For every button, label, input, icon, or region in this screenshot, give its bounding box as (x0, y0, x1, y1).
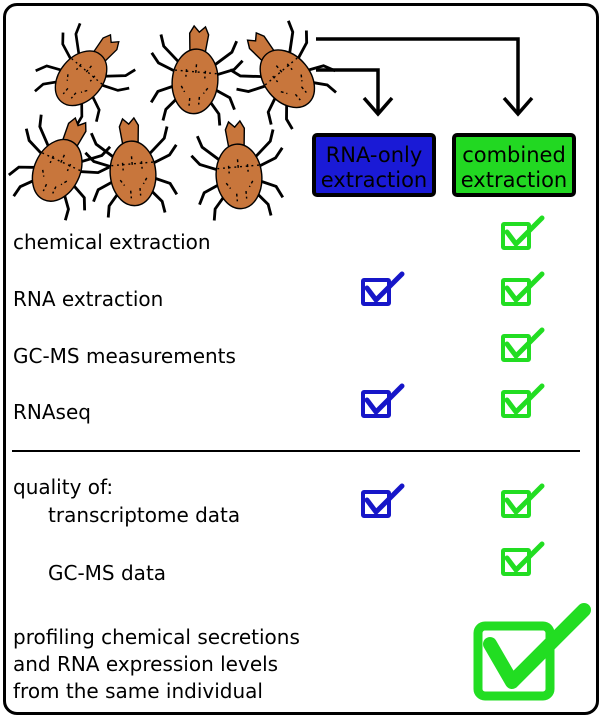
combined-label-line2: extraction (460, 168, 568, 192)
step-label-chemical-extraction: chemical extraction (13, 230, 211, 254)
combined-label-line1: combined (462, 143, 566, 167)
step-label-rnaseq: RNAseq (13, 400, 91, 424)
quality-label-gcms: GC-MS data (48, 561, 167, 585)
mites-illustration (0, 5, 534, 229)
check-combined-conclusion-large (473, 603, 591, 701)
check-combined-gcms-data (501, 541, 545, 576)
conclusion-text: profiling chemical secretions and RNA ex… (13, 624, 300, 705)
check-rna-only-rna-extraction (361, 271, 405, 306)
conclusion-line-1: profiling chemical secretions (13, 625, 300, 649)
conclusion-line-2: and RNA expression levels (13, 652, 279, 676)
step-label-gcms-measurements: GC-MS measurements (13, 344, 236, 368)
check-combined-rna-extraction (501, 271, 545, 306)
combined-extraction-box: combined extraction (452, 133, 576, 197)
check-combined-rnaseq (501, 383, 545, 418)
rna-only-extraction-box: RNA-only extraction (312, 133, 436, 197)
quality-heading: quality of: (13, 475, 114, 499)
check-combined-chemical-extraction (501, 215, 545, 250)
check-rna-only-rnaseq (361, 383, 405, 418)
section-divider (12, 450, 580, 452)
rna-only-label-line2: extraction (320, 168, 428, 192)
conclusion-line-3: from the same individual (13, 679, 263, 703)
diagram-frame (3, 3, 599, 715)
rna-only-label-line1: RNA-only (325, 143, 423, 167)
check-combined-gcms-measurements (501, 327, 545, 362)
quality-label-transcriptome: transcriptome data (48, 503, 241, 527)
check-rna-only-transcriptome (361, 483, 405, 518)
check-combined-transcriptome (501, 483, 545, 518)
step-label-rna-extraction: RNA extraction (13, 287, 164, 311)
